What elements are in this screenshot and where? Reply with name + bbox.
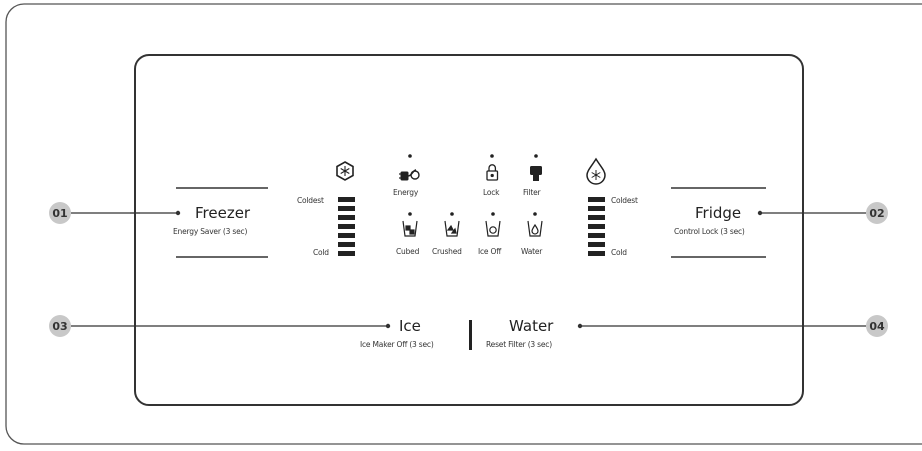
crushed-label: Crushed: [432, 247, 462, 256]
ice-off-label: Ice Off: [478, 247, 502, 256]
filter-indicator-dot: [534, 154, 538, 158]
water-drop-snowflake-icon: [586, 157, 606, 185]
callout-03: 03: [49, 315, 71, 337]
fridge-cold-label: Cold: [611, 248, 627, 257]
fridge-bar-2: [588, 206, 605, 211]
outer-frame: [5, 3, 922, 445]
snowflake-hexagon-icon: [336, 161, 354, 181]
callout-02: 02: [866, 202, 888, 224]
ice-sub-label: Ice Maker Off (3 sec): [360, 340, 434, 349]
fridge-bar-5: [588, 233, 605, 238]
water-indicator-label: Water: [521, 247, 543, 256]
ice-off-indicator-dot: [491, 212, 495, 216]
freezer-bar-4: [338, 224, 355, 229]
freezer-temp-bars: [338, 197, 355, 256]
lock-indicator-dot: [490, 154, 494, 158]
filter-icon: [530, 166, 542, 181]
energy-saver-icon: [399, 169, 420, 181]
callout-01: 01: [49, 202, 71, 224]
fridge-coldest-label: Coldest: [611, 196, 638, 205]
bracket-lines: [176, 187, 766, 258]
water-glass-icon: [527, 220, 543, 237]
freezer-bar-7: [338, 251, 355, 256]
fridge-bar-4: [588, 224, 605, 229]
energy-indicator-dot: [408, 154, 412, 158]
fridge-bar-1: [588, 197, 605, 202]
water-button-label[interactable]: Water: [509, 317, 554, 335]
freezer-cold-label: Cold: [313, 248, 329, 257]
freezer-bar-2: [338, 206, 355, 211]
freezer-coldest-label: Coldest: [297, 196, 324, 205]
fridge-bar-7: [588, 251, 605, 256]
energy-label: Energy: [393, 188, 419, 197]
freezer-bar-5: [338, 233, 355, 238]
filter-label: Filter: [523, 188, 541, 197]
water-sub-label: Reset Filter (3 sec): [486, 340, 552, 349]
water-indicator-dot: [533, 212, 537, 216]
cubed-indicator-dot: [408, 212, 412, 216]
control-panel: [134, 54, 804, 406]
cubed-ice-icon: [402, 220, 418, 237]
fridge-temp-bars: [588, 197, 605, 256]
freezer-bar-6: [338, 242, 355, 247]
crushed-ice-icon: [444, 220, 460, 237]
fridge-bar-6: [588, 242, 605, 247]
cubed-label: Cubed: [396, 247, 420, 256]
lock-icon: [486, 164, 499, 181]
freezer-button-label[interactable]: Freezer: [195, 204, 251, 222]
lock-label: Lock: [483, 188, 500, 197]
crushed-indicator-dot: [450, 212, 454, 216]
freezer-bar-1: [338, 197, 355, 202]
callout-04: 04: [866, 315, 888, 337]
ice-off-icon: [485, 220, 501, 237]
ice-button-label[interactable]: Ice: [399, 317, 421, 335]
indicator-dots: [408, 154, 538, 216]
freezer-sub-label: Energy Saver (3 sec): [173, 227, 248, 236]
fridge-button-label[interactable]: Fridge: [695, 204, 742, 222]
fridge-bar-3: [588, 215, 605, 220]
ice-water-divider: [469, 320, 472, 350]
freezer-bar-3: [338, 215, 355, 220]
leader-lines: [71, 205, 866, 334]
fridge-sub-label: Control Lock (3 sec): [674, 227, 745, 236]
